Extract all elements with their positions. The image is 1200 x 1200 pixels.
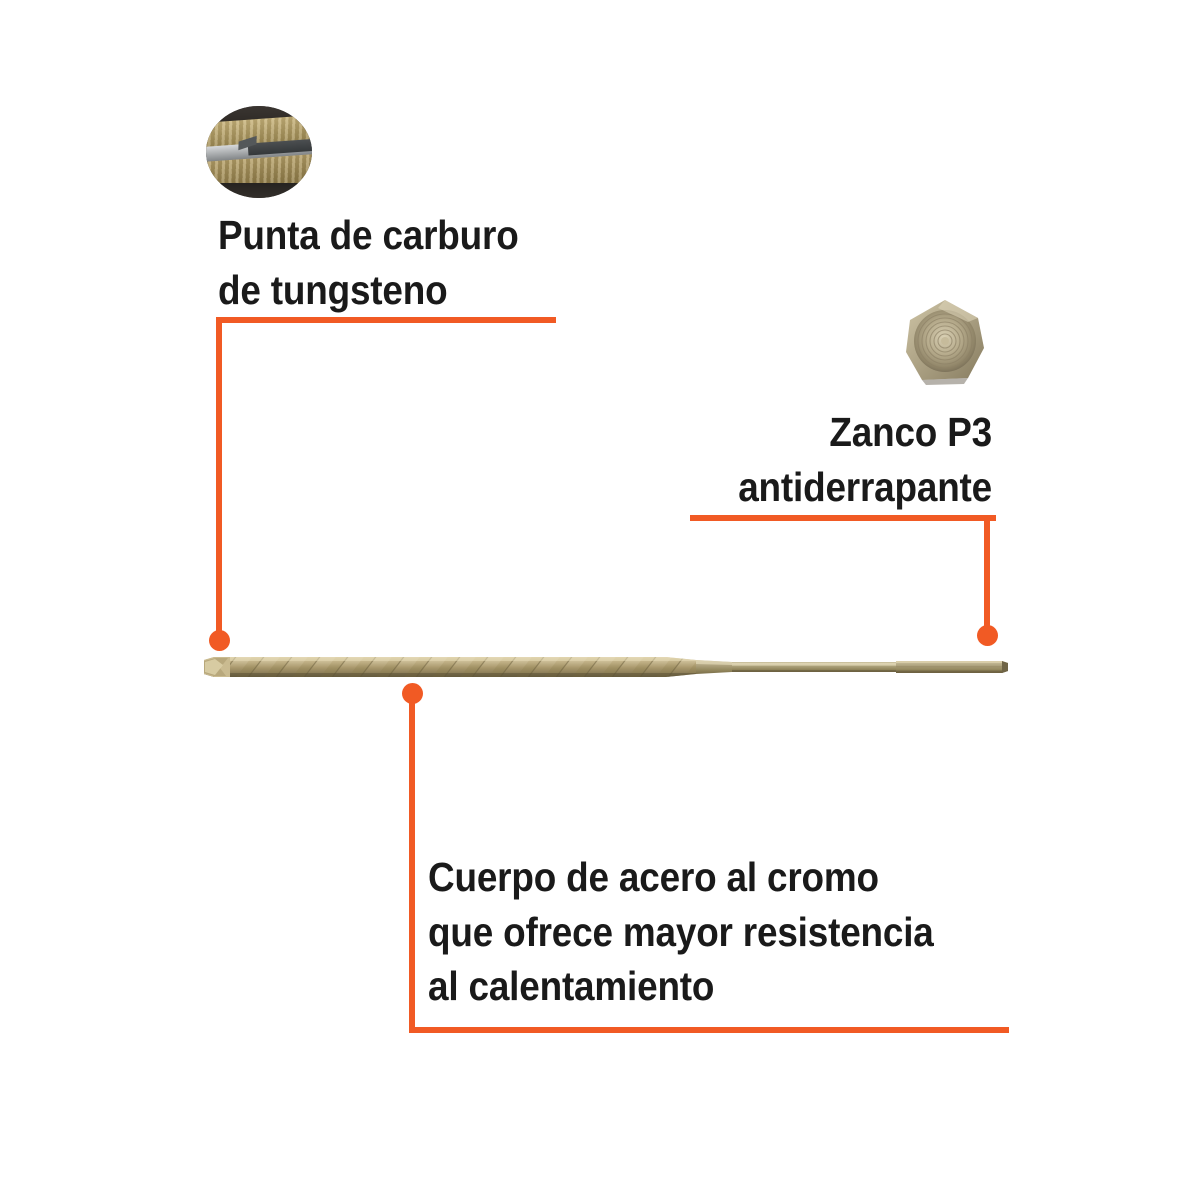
masonry-drill-bit-image <box>196 648 1012 692</box>
callout-label-shank: Zanco P3 antiderrapante <box>738 409 992 510</box>
callout-tip-line-horizontal <box>216 317 556 323</box>
callout-tip-line-vertical <box>216 317 222 642</box>
callout-shank-line-vertical <box>984 515 990 637</box>
callout-body-line-vertical <box>409 693 415 1033</box>
callout-label-tip: Punta de carburo de tungsteno <box>218 212 519 313</box>
callout-body-line-horizontal <box>409 1027 1009 1033</box>
callout-shank-line-horizontal <box>690 515 996 521</box>
callout-tip-marker-dot <box>209 630 230 651</box>
callout-label-body: Cuerpo de acero al cromo que ofrece mayo… <box>428 854 934 1010</box>
callout-shank-marker-dot <box>977 625 998 646</box>
p3-shank-end-view-icon <box>898 296 992 390</box>
carbide-tip-closeup-icon <box>206 106 312 198</box>
tip-band-dark-bottom <box>206 183 312 198</box>
